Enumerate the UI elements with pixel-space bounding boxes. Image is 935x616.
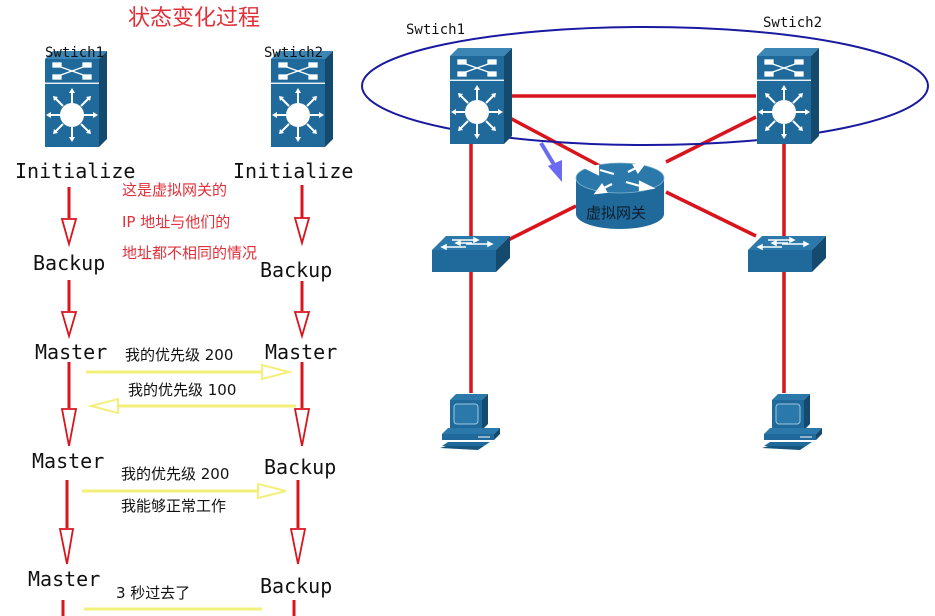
arrow-init-to-backup-s1	[60, 187, 78, 248]
state-switch1-icon	[44, 50, 108, 148]
switch2-transition-arrows	[289, 185, 311, 616]
message-working-normally: 我能够正常工作	[121, 497, 227, 515]
topology-switch2-label: Swtich2	[763, 15, 823, 31]
msg-arrow-priority-200-right-2	[82, 482, 287, 500]
pc1-icon	[439, 393, 501, 451]
switch1-state-master-2: Master	[32, 449, 105, 473]
switch1-transition-arrows	[58, 187, 78, 616]
note-line-2: IP 地址与他们的	[122, 213, 231, 231]
arrow-backup-to-master-s2	[293, 281, 311, 340]
switch1-state-master: Master	[35, 340, 108, 364]
access-switch2-icon	[747, 235, 827, 273]
message-arrows	[82, 363, 296, 611]
message-priority-200: 我的优先级 200	[125, 346, 234, 364]
switch2-state-initialize: Initialize	[233, 159, 354, 183]
topology-switch1-label: Swtich1	[406, 22, 466, 38]
link-gateway-access2	[665, 190, 757, 238]
virtual-gateway-label: 虚拟网关	[586, 204, 647, 222]
state-switch1-label: Swtich1	[45, 45, 105, 61]
switch2-state-backup: Backup	[260, 258, 333, 282]
arrow-master-to-master2-s1	[58, 480, 75, 565]
pointer-arrow-icon	[539, 141, 562, 182]
msg-arrow-priority-200-right	[86, 363, 293, 381]
msg-arrow-priority-100-left	[87, 397, 296, 415]
note-line-1: 这是虚拟网关的	[122, 181, 228, 199]
link-core2-gateway	[665, 115, 757, 164]
core-switch2-icon	[756, 47, 820, 145]
pc2-icon	[761, 393, 823, 451]
state-switch2-label: Swtich2	[264, 45, 324, 61]
switch2-state-backup-2: Backup	[264, 455, 337, 479]
access-switch1-icon	[431, 235, 511, 273]
arrow-backup-to-backup-s2	[289, 480, 307, 565]
arrow-backup-to-master-s1	[60, 280, 78, 340]
switch1-state-backup: Backup	[33, 251, 106, 275]
message-priority-100: 我的优先级 100	[128, 381, 237, 399]
topology-links	[469, 94, 786, 393]
switch2-state-backup-3: Backup	[260, 574, 333, 598]
message-priority-200-2: 我的优先级 200	[121, 465, 230, 483]
arrow-init-to-backup-s2	[293, 185, 311, 247]
state-switch2-icon	[270, 50, 334, 148]
arrow-master-to-master-s1	[60, 362, 78, 447]
switch1-state-initialize: Initialize	[15, 159, 136, 183]
vrrp-group-ellipse	[361, 26, 929, 146]
note-line-3: 地址都不相同的情况	[122, 244, 258, 262]
core-switch1-icon	[449, 47, 513, 145]
message-3-seconds-passed: 3 秒过去了	[116, 584, 191, 602]
state-panel-title: 状态变化过程	[128, 6, 261, 31]
arrow-master-to-backup-s2	[293, 362, 311, 447]
virtual-gateway-router-icon	[575, 162, 665, 229]
switch1-state-master-3: Master	[28, 567, 101, 591]
link-gateway-access1	[507, 204, 577, 242]
switch2-state-master: Master	[265, 340, 338, 364]
